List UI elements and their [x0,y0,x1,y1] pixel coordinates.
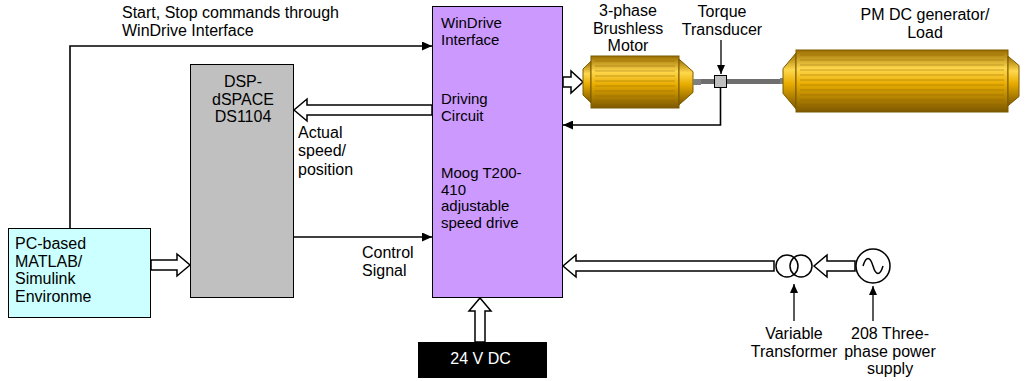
transformer-symbol-outline [774,250,814,282]
power-source-symbol-outline [855,248,891,284]
transformer-symbol: Variable Transformer [774,250,814,282]
node-text: PM DC generator/ Load [850,6,1000,41]
generator: PM DC generator/ Load [780,50,1020,112]
control-arrow [294,236,432,238]
leader-line [793,284,794,321]
motor-outline [583,56,701,108]
node-text: Driving Circuit [441,91,531,124]
edge-label: Actual speed/ position [298,124,388,179]
power-arrow [563,255,774,277]
node-text: 3-phase Brushless Motor [583,2,673,55]
generator-outline [780,50,1020,112]
dsp-box: DSP-dSPACE DS1104 [190,64,294,298]
power-source-symbol: 208 Three-phase power supply [855,248,891,284]
leader-line [720,40,721,74]
torque-transducer: Torque Transducer [714,75,727,88]
feedback-arrow [294,99,432,121]
node-text: DSP-dSPACE DS1104 [203,73,283,126]
node-text: 208 Three-phase power supply [840,325,940,378]
data-arrow [151,254,190,276]
drive-box: WinDrive InterfaceDriving CircuitMoog T2… [432,6,563,298]
supply-arrow [469,298,491,342]
edge-label: Control Signal [362,244,432,281]
node-text: 24 V DC [418,350,543,368]
leader-line [872,286,873,321]
node-text: PC-based MATLAB/ Simulink Environme [15,235,115,305]
node-text: Variable Transformer [744,325,844,360]
dc-supply-box: 24 V DC [418,342,547,378]
shaft [701,79,714,84]
edge-label: Start, Stop commands through WinDrive In… [122,4,382,41]
motor: 3-phase Brushless Motor [583,56,701,108]
node-text: Moog T200-410 adjustable speed drive [441,165,531,231]
power-arrow [814,255,855,277]
node-text: Torque Transducer [677,3,767,38]
node-text: WinDrive Interface [441,15,531,48]
pc-box: PC-based MATLAB/ Simulink Environme [8,228,151,318]
shaft [727,79,780,84]
power-arrow [563,71,583,93]
